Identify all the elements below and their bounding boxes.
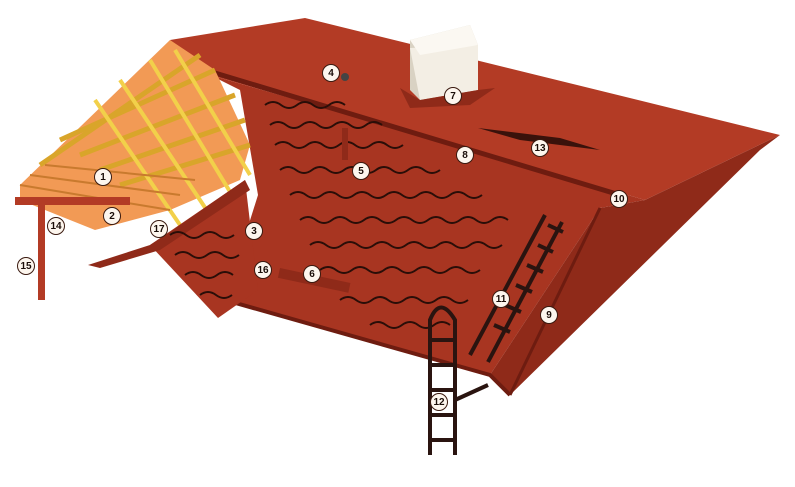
- downpipe: [38, 205, 45, 300]
- right-hip-slope: [490, 135, 780, 395]
- hip-edge: [508, 207, 602, 396]
- callout-4: 4: [322, 64, 340, 82]
- callout-8: 8: [456, 146, 474, 164]
- callout-1: 1: [94, 168, 112, 186]
- callout-5: 5: [352, 162, 370, 180]
- callout-9: 9: [540, 306, 558, 324]
- front-roof-slope: [210, 75, 645, 375]
- rafters: [38, 52, 251, 188]
- front-gable: [150, 180, 258, 318]
- roof-ladder: [468, 214, 564, 363]
- chimney-front: [410, 45, 478, 100]
- eaves-edge: [224, 298, 512, 397]
- wall-ladder: [428, 305, 489, 455]
- callout-7: 7: [444, 87, 462, 105]
- callout-10: 10: [610, 190, 628, 208]
- callout-14: 14: [47, 217, 65, 235]
- callout-15: 15: [17, 257, 35, 275]
- callout-13: 13: [531, 139, 549, 157]
- callout-6: 6: [303, 265, 321, 283]
- roof-vent: [341, 73, 349, 81]
- ridge: [204, 67, 621, 198]
- gutter: [15, 197, 130, 205]
- callout-3: 3: [245, 222, 263, 240]
- battens: [93, 48, 252, 227]
- callout-2: 2: [103, 207, 121, 225]
- gable-overhang: [88, 180, 250, 268]
- callout-12: 12: [430, 393, 448, 411]
- chimney-top: [410, 25, 478, 55]
- rear-roof-plane: [170, 18, 780, 200]
- vent-pipe: [342, 128, 348, 160]
- callout-11: 11: [492, 290, 510, 308]
- callout-16: 16: [254, 261, 272, 279]
- callout-17: 17: [150, 220, 168, 238]
